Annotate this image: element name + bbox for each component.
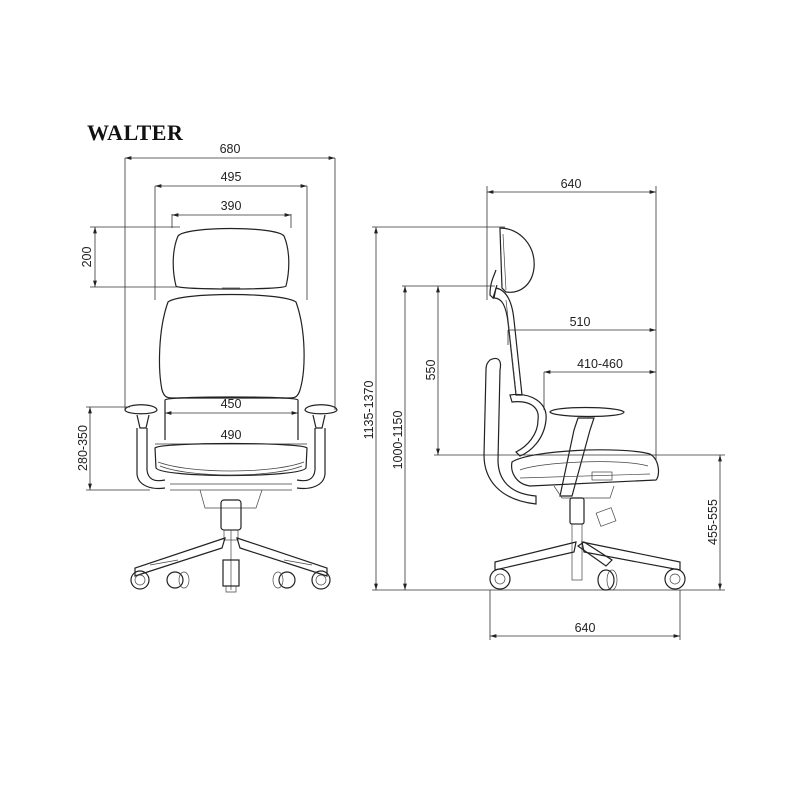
dim-backrest-width: 495 bbox=[221, 170, 242, 184]
casters-side bbox=[489, 568, 686, 591]
front-view: 680 495 390 200 450 490 bbox=[76, 142, 338, 593]
dim-overall-height: 1135-1370 bbox=[362, 381, 376, 440]
dim-overall-depth-top: 640 bbox=[561, 177, 582, 191]
dim-headrest-width: 390 bbox=[221, 199, 242, 213]
armrest-right bbox=[296, 404, 338, 490]
dim-seat-width: 490 bbox=[221, 428, 242, 442]
dim-base-depth: 640 bbox=[575, 621, 596, 635]
dim-backrest-height: 550 bbox=[424, 360, 438, 381]
dim-overall-width: 680 bbox=[220, 142, 241, 156]
side-view: 640 510 410-460 1135-1370 1000-1150 550 … bbox=[362, 177, 725, 640]
casters-front bbox=[130, 570, 331, 593]
product-title: WALTER bbox=[87, 120, 184, 145]
dim-seat-depth: 410-460 bbox=[577, 357, 623, 371]
dim-armrest-height: 280-350 bbox=[76, 425, 90, 471]
dim-headrest-height: 200 bbox=[80, 247, 94, 268]
dim-seat-height: 455-555 bbox=[706, 499, 720, 545]
dim-height-without-headrest: 1000-1150 bbox=[391, 411, 405, 470]
armrest-left bbox=[124, 404, 166, 490]
dim-backrest-to-front: 510 bbox=[570, 315, 591, 329]
dim-seat-inner-width: 450 bbox=[221, 397, 242, 411]
